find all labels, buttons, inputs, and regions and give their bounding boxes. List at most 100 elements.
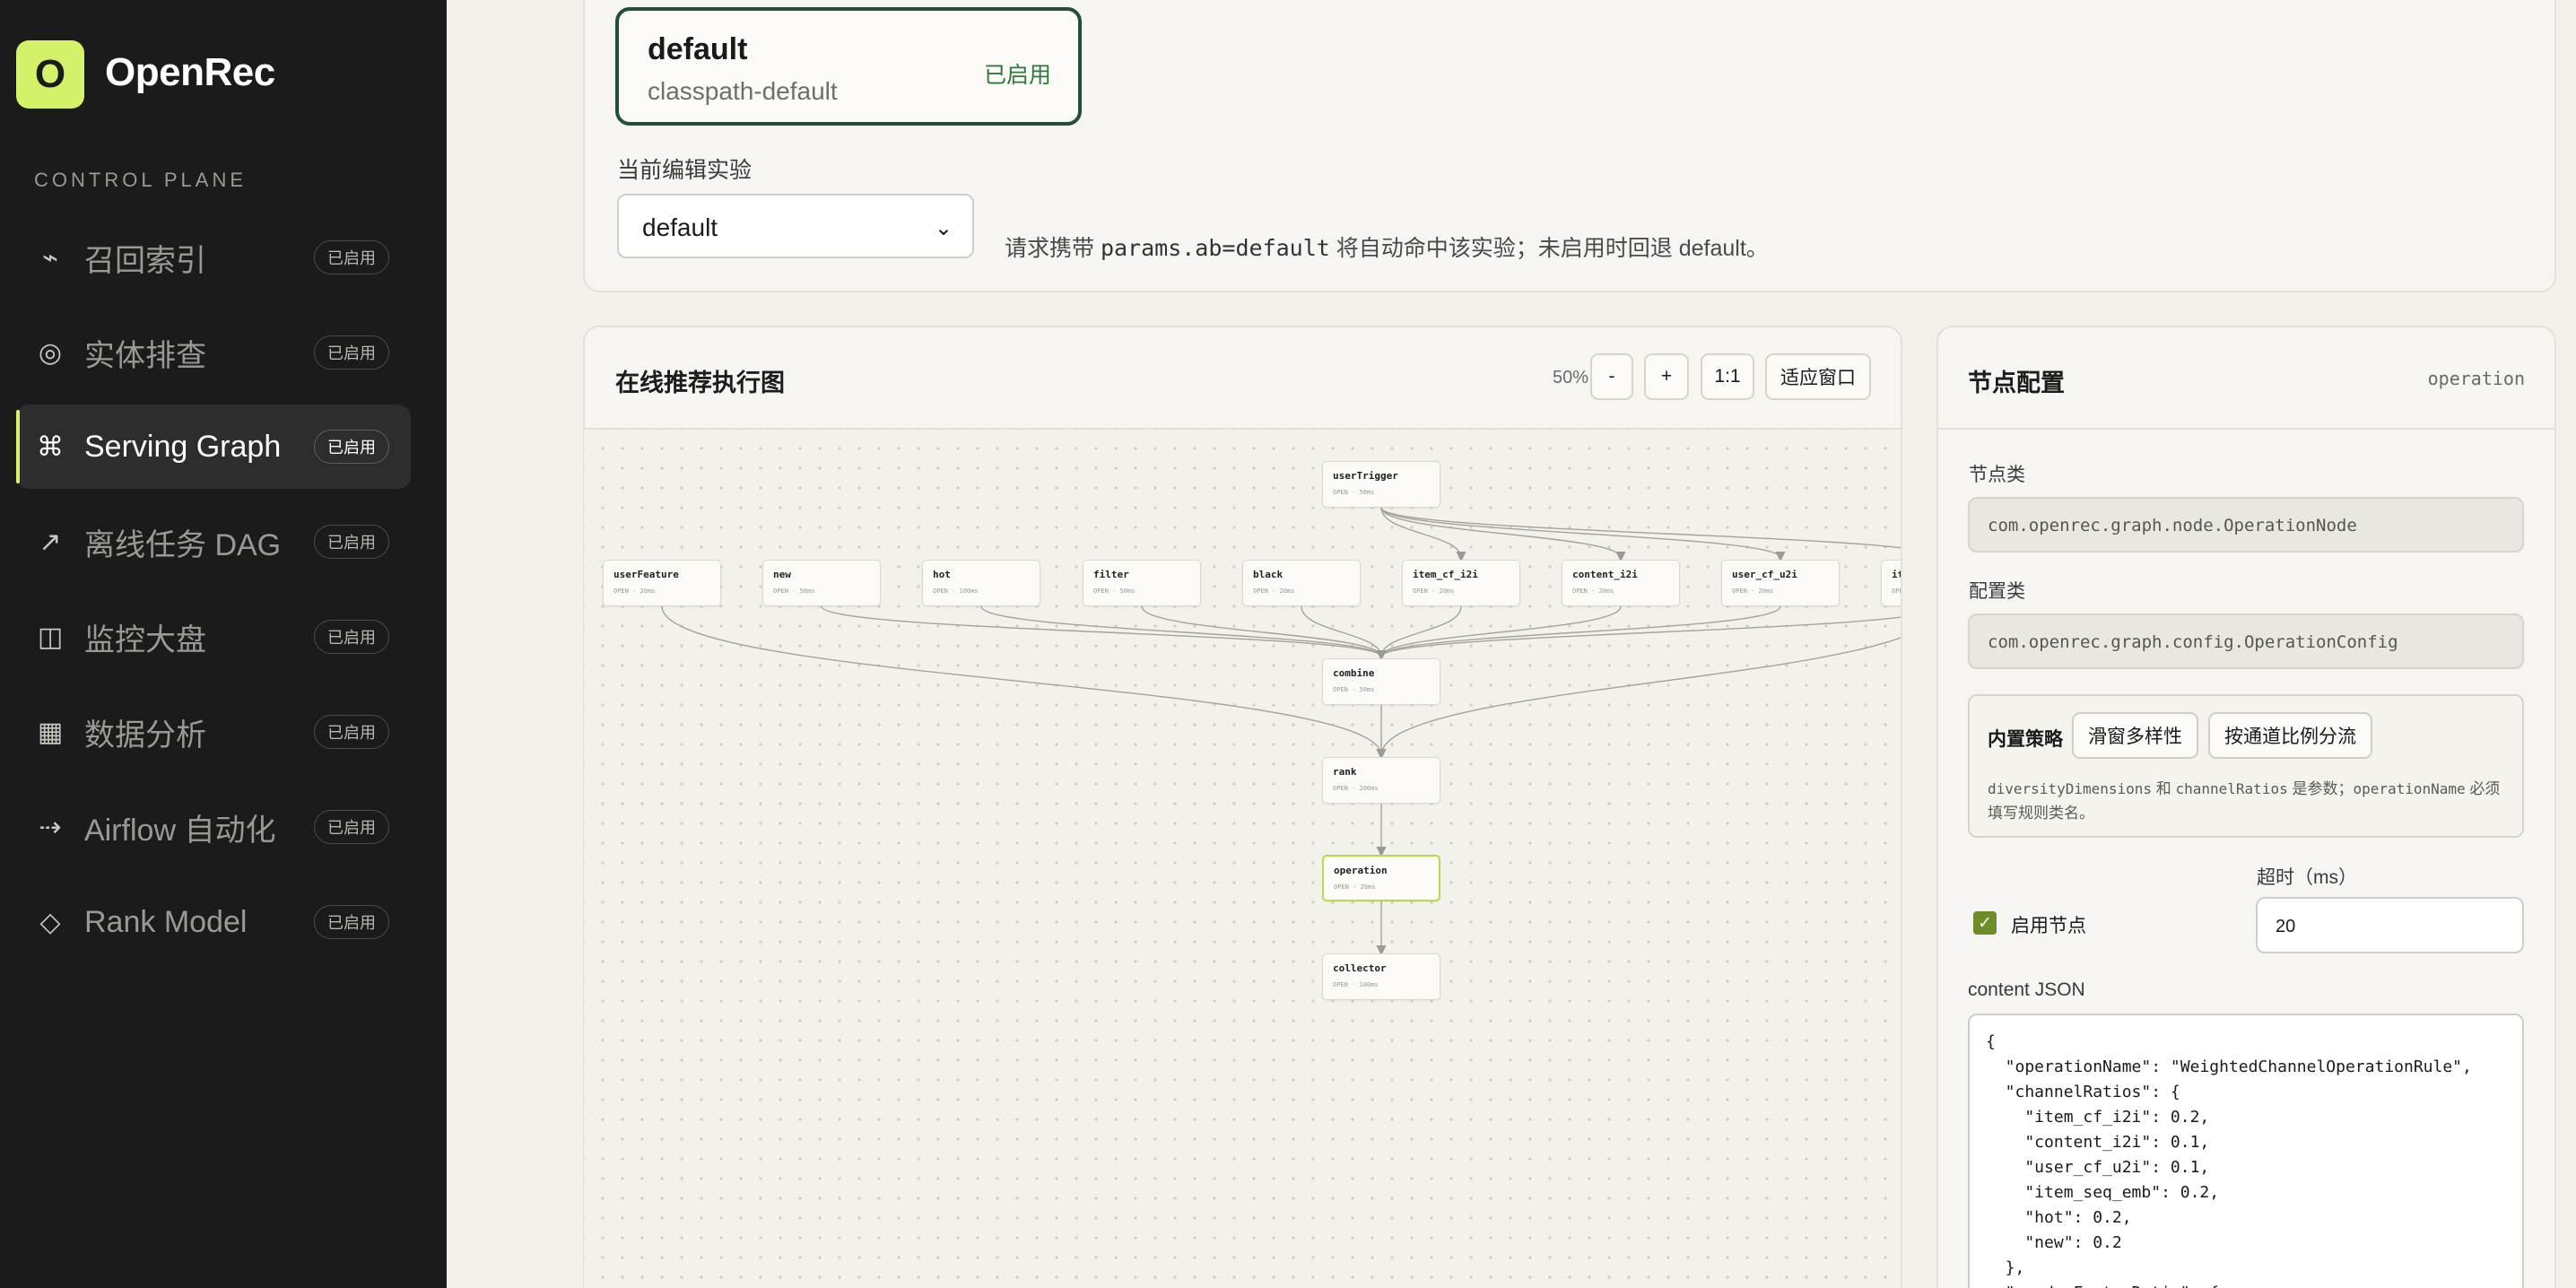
sidebar-item-data-analysis[interactable]: ▦ 数据分析 已启用: [16, 690, 411, 774]
timeout-input[interactable]: 20: [2256, 897, 2524, 953]
zoom-out-button[interactable]: -: [1590, 353, 1633, 400]
channel-ratio-button[interactable]: 按通道比例分流: [2208, 712, 2372, 759]
logo-mark: O: [16, 40, 84, 109]
command-icon: ⌘: [37, 431, 64, 462]
content-json-label: content JSON: [1968, 979, 2085, 1000]
sidebar-item-airflow[interactable]: ⇢ Airflow 自动化 已启用: [16, 785, 411, 869]
edge-userTrigger-content_i2i: [1380, 507, 1626, 562]
graph-node-rank[interactable]: rank OPEN · 200ms: [1322, 757, 1440, 804]
node-meta: OPEN · 200ms: [1333, 785, 1379, 792]
config-class-label: 配置类: [1969, 581, 2025, 602]
status-badge: 已启用: [314, 335, 389, 370]
columns-icon: ◫: [37, 622, 64, 652]
node-meta: OPEN · 50ms: [1333, 489, 1375, 496]
graph-node-userTrigger[interactable]: userTrigger OPEN · 50ms: [1322, 461, 1440, 508]
sidebar-item-recall-index[interactable]: ⌁ 召回索引 已启用: [16, 215, 411, 300]
node-name: filter: [1093, 569, 1129, 580]
graph-node-item_cf_i2i[interactable]: item_cf_i2i OPEN · 20ms: [1402, 560, 1520, 606]
node-name: user_cf_u2i: [1732, 569, 1797, 580]
node-name: userTrigger: [1333, 470, 1398, 482]
sidebar-item-serving-graph[interactable]: ⌘ Serving Graph 已启用: [16, 405, 411, 489]
desc-text: 和: [2152, 780, 2176, 797]
sidebar-item-label: 离线任务 DAG: [84, 527, 282, 562]
node-class-label: 节点类: [1969, 465, 2025, 485]
zoom-level: 50%: [1553, 368, 1589, 387]
config-title: 节点配置: [1968, 370, 2065, 396]
sidebar-item-label: Airflow 自动化: [84, 813, 276, 848]
sidebar-item-offline-dag[interactable]: ↗ 离线任务 DAG 已启用: [16, 500, 411, 584]
config-class-value: com.openrec.graph.config.OperationConfig: [1988, 632, 2398, 652]
edge-item_seq_emb-rank: [1376, 637, 1901, 760]
hint-text: 请求携带: [1005, 236, 1101, 261]
node-class-field: com.openrec.graph.node.OperationNode: [1968, 497, 2524, 553]
node-meta: OPEN · 50ms: [773, 587, 815, 595]
dotted-arrow-icon: ⇢: [39, 812, 62, 842]
status-badge: 已启用: [314, 905, 389, 939]
edge-userTrigger-item_seq_emb: [1380, 507, 1901, 549]
node-name: black: [1253, 569, 1284, 580]
graph-node-collector[interactable]: collector OPEN · 100ms: [1322, 953, 1440, 1000]
experiment-select[interactable]: default ⌄: [617, 194, 974, 258]
brand-name: OpenRec: [105, 50, 275, 94]
content-json-editor[interactable]: { "operationName": "WeightedChannelOpera…: [1968, 1014, 2524, 1288]
graph-node-black[interactable]: black OPEN · 20ms: [1242, 560, 1361, 606]
divider: [584, 428, 1901, 430]
edge-userTrigger-user_cf_u2i: [1380, 507, 1786, 562]
node-meta: OPEN · 100ms: [933, 587, 979, 595]
target-icon: ◎: [38, 337, 63, 368]
sidebar-item-entity-debug[interactable]: ◎ 实体排查 已启用: [16, 310, 411, 395]
experiment-card-default[interactable]: default classpath-default 已启用: [615, 7, 1082, 126]
graph-node-filter[interactable]: filter OPEN · 50ms: [1083, 560, 1201, 606]
config-class-field: com.openrec.graph.config.OperationConfig: [1968, 614, 2524, 669]
sidebar-item-label: 实体排查: [84, 338, 206, 373]
node-class-value: com.openrec.graph.node.OperationNode: [1988, 516, 2357, 535]
enable-node-label: 启用节点: [2011, 916, 2086, 936]
graph-node-operation[interactable]: operation OPEN · 20ms: [1322, 855, 1440, 901]
graph-canvas[interactable]: userTrigger OPEN · 50ms userFeature OPEN…: [584, 430, 1901, 1288]
check-icon: ✓: [1978, 913, 1992, 933]
edge-item_seq_emb-combine: [1376, 616, 1901, 661]
strategy-description: diversityDimensions 和 channelRatios 是参数；…: [1988, 777, 2510, 825]
timeout-value: 20: [2276, 917, 2296, 936]
sidebar-item-label: 监控大盘: [84, 622, 206, 657]
graph-node-content_i2i[interactable]: content_i2i OPEN · 20ms: [1562, 560, 1680, 606]
graph-node-user_cf_u2i[interactable]: user_cf_u2i OPEN · 20ms: [1721, 560, 1840, 606]
edge-hot-combine: [980, 605, 1387, 661]
graph-node-hot[interactable]: hot OPEN · 100ms: [922, 560, 1040, 606]
node-meta: OPEN · 20ms: [1334, 883, 1376, 891]
node-meta: OPEN · 100ms: [1333, 981, 1379, 988]
node-meta: OPEN · 20ms: [1892, 587, 1901, 595]
diamond-icon: ◇: [39, 907, 61, 937]
sidebar-item-rank-model[interactable]: ◇ Rank Model 已启用: [16, 880, 411, 964]
graph-node-userFeature[interactable]: userFeature OPEN · 20ms: [603, 560, 721, 606]
status-badge: 已启用: [314, 715, 389, 749]
node-name: new: [773, 569, 791, 580]
graph-node-new[interactable]: new OPEN · 50ms: [762, 560, 881, 606]
chevron-down-icon: ⌄: [934, 216, 953, 240]
enable-node-checkbox[interactable]: ✓: [1973, 911, 1997, 935]
status-badge: 已启用: [314, 810, 389, 844]
ab-hint: 请求携带 params.ab=default 将自动命中该实验；未启用时回退 d…: [1005, 231, 1769, 263]
status-badge: 已启用: [314, 620, 389, 654]
experiment-classpath: classpath-default: [648, 77, 838, 105]
edge-userFeature-rank: [661, 605, 1387, 760]
sidebar-item-label: Rank Model: [84, 904, 248, 939]
graph-node-combine[interactable]: combine OPEN · 50ms: [1322, 658, 1440, 705]
zoom-in-button[interactable]: +: [1644, 353, 1689, 400]
graph-node-item_seq_emb[interactable]: item_seq_emb OPEN · 20ms: [1881, 560, 1901, 606]
experiment-select-value: default: [642, 213, 718, 241]
node-meta: OPEN · 50ms: [1333, 686, 1375, 693]
fit-window-button[interactable]: 适应窗口: [1765, 353, 1871, 400]
bar-grid-icon: ▦: [37, 717, 64, 747]
desc-text: 是参数；: [2287, 780, 2354, 797]
desc-text: 必须填写规则类名。: [1988, 780, 2501, 822]
status-badge: 已启用: [314, 525, 389, 559]
sliding-diversity-button[interactable]: 滑窗多样性: [2072, 712, 2198, 759]
node-meta: OPEN · 20ms: [1413, 587, 1455, 595]
zoom-reset-button[interactable]: 1:1: [1701, 353, 1754, 400]
node-name: operation: [1334, 865, 1388, 876]
node-name: hot: [933, 569, 951, 580]
hint-text: 将自动命中该实验；未启用时回退 default。: [1329, 236, 1769, 261]
experiment-status: 已启用: [983, 63, 1051, 88]
sidebar-item-monitoring[interactable]: ◫ 监控大盘 已启用: [16, 595, 411, 679]
